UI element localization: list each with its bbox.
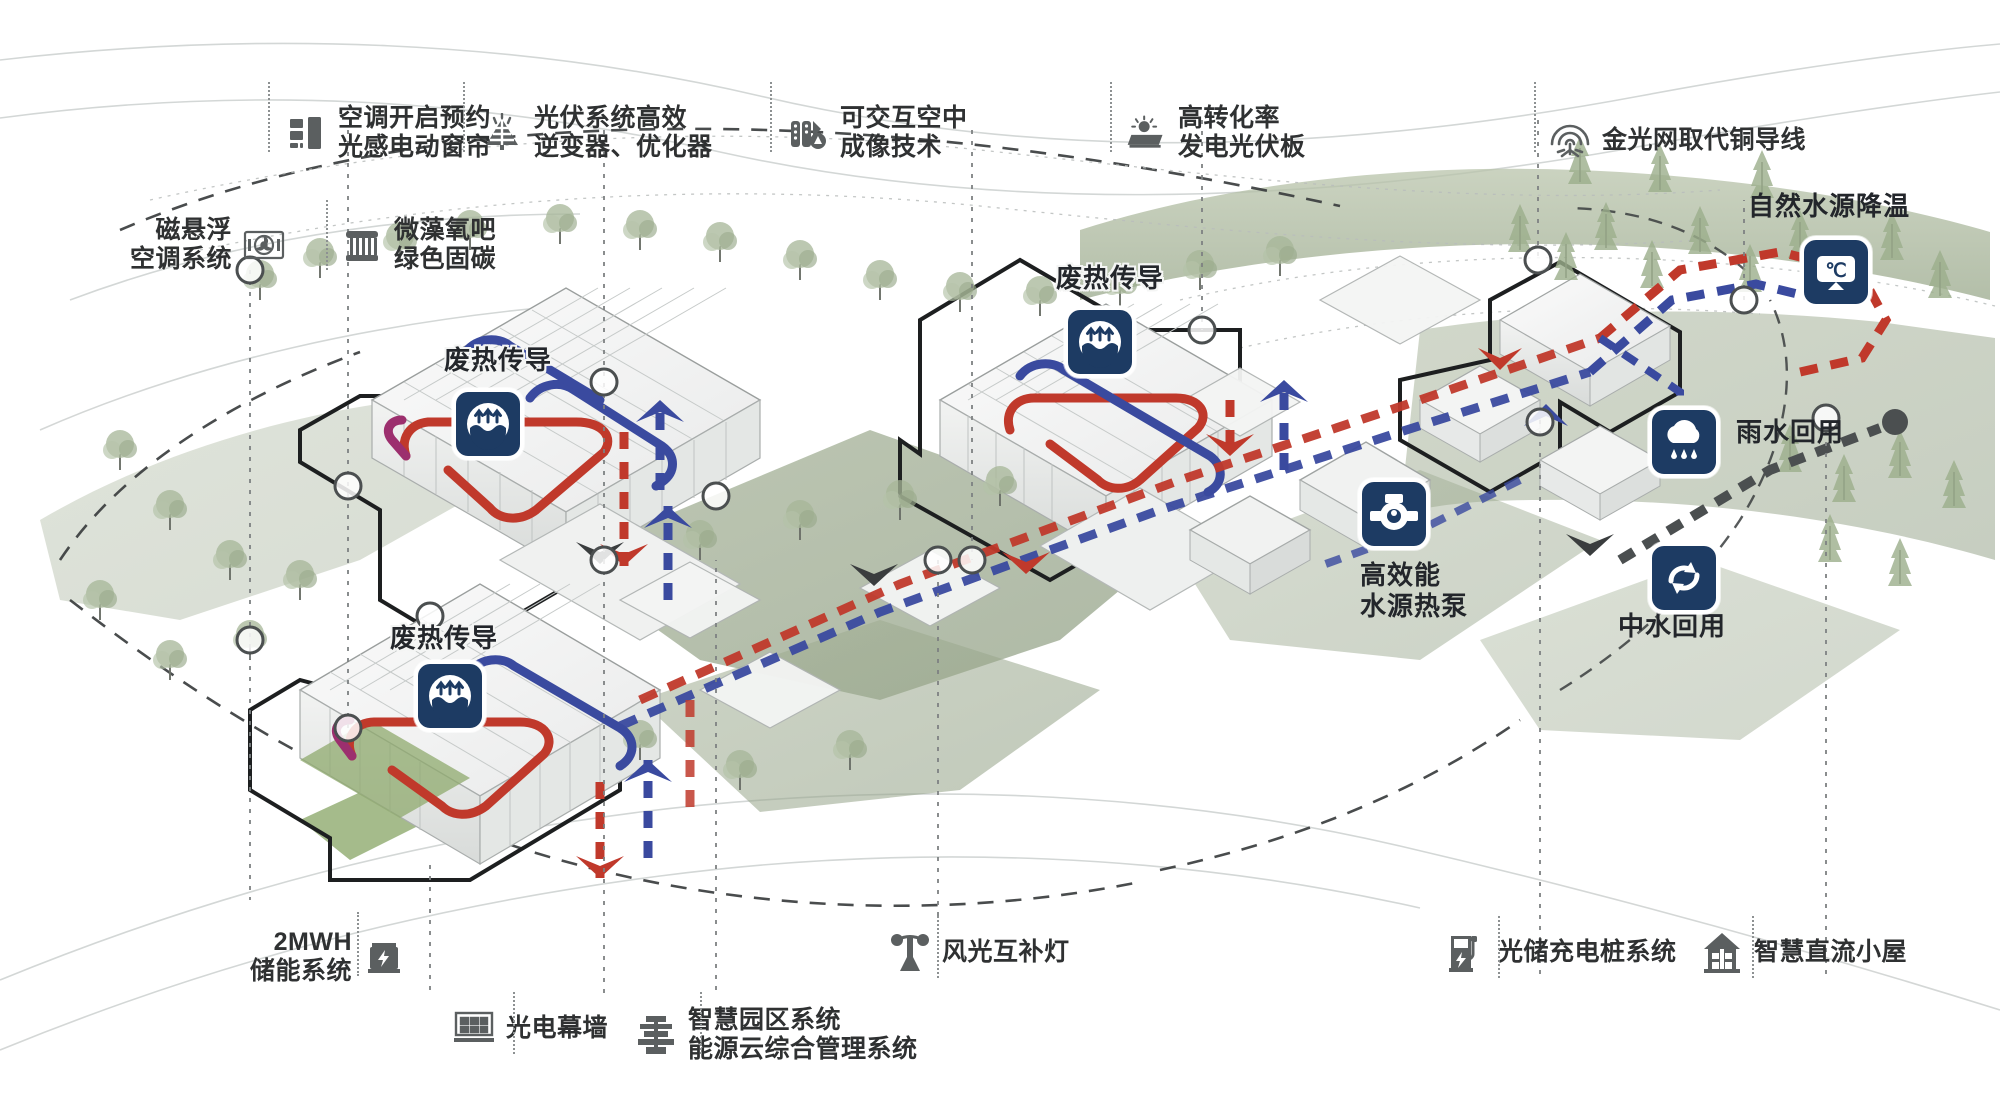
solar-panel-icon xyxy=(480,111,524,155)
badge-greywater-reuse[interactable] xyxy=(1648,542,1720,614)
label-text: 高转化率 发电光伏板 xyxy=(1178,104,1306,161)
heat-rise-water-icon xyxy=(429,675,471,722)
badge-label-waste-heat-2: 废热传导 xyxy=(1056,263,1165,293)
label-air-imaging[interactable]: 可交互空中 成像技术 xyxy=(786,104,968,161)
chip-divider xyxy=(1110,82,1112,152)
recycle-loop-icon xyxy=(1668,562,1700,594)
street-lamp-icon xyxy=(888,930,932,974)
label-text: 空调开启预约 光感电动窗帘 xyxy=(338,104,492,161)
grid-facade-icon xyxy=(452,1006,496,1050)
label-text: 光储充电桩系统 xyxy=(1498,937,1677,966)
label-text: 智慧园区系统 能源云综合管理系统 xyxy=(688,1006,918,1063)
wireless-signal-icon xyxy=(1548,118,1592,162)
label-dc-smart-house[interactable]: 智慧直流小屋 xyxy=(1700,930,1907,974)
chip-divider xyxy=(357,912,359,976)
label-text: 可交互空中 成像技术 xyxy=(840,104,968,161)
chip-divider xyxy=(513,992,515,1054)
badge-label-heat-pump: 高效能 水源热泵 xyxy=(1360,560,1469,621)
label-energy-storage[interactable]: 2MWH 储能系统 xyxy=(250,928,406,985)
chip-divider xyxy=(1498,916,1500,978)
label-text: 光电幕墙 xyxy=(506,1013,609,1042)
server-rack-icon xyxy=(786,111,830,155)
battery-bolt-icon xyxy=(362,935,406,979)
badge-waste-heat-3[interactable] xyxy=(414,660,486,732)
chip-divider xyxy=(326,200,328,270)
cloud-server-icon xyxy=(634,1013,678,1057)
ev-charger-icon xyxy=(1444,930,1488,974)
label-microalgae-oxygen[interactable]: 微藻氧吧 绿色固碳 xyxy=(340,216,496,273)
label-high-efficiency-pv[interactable]: 高转化率 发电光伏板 xyxy=(1124,104,1306,161)
label-text: 2MWH 储能系统 xyxy=(250,928,353,985)
label-text: 光伏系统高效 逆变器、优化器 xyxy=(534,104,713,161)
label-smart-curtain[interactable]: 空调开启预约 光感电动窗帘 xyxy=(284,104,491,161)
window-blinds-icon xyxy=(284,111,328,155)
badge-waste-heat-1[interactable] xyxy=(452,388,524,460)
heat-rise-water-icon xyxy=(467,403,509,450)
chip-divider xyxy=(937,916,939,978)
algae-tube-icon xyxy=(340,223,384,267)
chip-divider xyxy=(1752,916,1754,978)
badge-heat-pump[interactable] xyxy=(1358,478,1430,550)
celsius-down-icon: ℃ xyxy=(1817,256,1855,290)
badge-label-greywater-reuse: 中水回用 xyxy=(1618,611,1727,641)
label-smart-park-system[interactable]: 智慧园区系统 能源云综合管理系统 xyxy=(634,1006,918,1063)
label-text: 磁悬浮 空调系统 xyxy=(130,216,233,273)
chip-divider xyxy=(700,992,702,1054)
label-pv-inverter[interactable]: 光伏系统高效 逆变器、优化器 xyxy=(480,104,713,161)
label-text: 智慧直流小屋 xyxy=(1754,937,1908,966)
chip-divider xyxy=(770,82,772,152)
badge-rainwater-reuse[interactable] xyxy=(1648,406,1720,478)
chip-divider xyxy=(463,82,465,152)
label-gold-light-net[interactable]: 金光网取代铜导线 xyxy=(1548,118,1806,162)
house-icon xyxy=(1700,930,1744,974)
badge-label-waste-heat-3: 废热传导 xyxy=(390,623,499,653)
chip-divider xyxy=(1534,82,1536,152)
badge-waste-heat-2[interactable] xyxy=(1064,306,1136,378)
chip-divider xyxy=(268,82,270,152)
label-pv-curtain-wall[interactable]: 光电幕墙 xyxy=(452,1006,608,1050)
heat-rise-water-icon xyxy=(1079,321,1121,368)
label-text: 金光网取代铜导线 xyxy=(1602,125,1807,154)
badge-water-cooling[interactable]: ℃ xyxy=(1800,236,1872,308)
badge-label-waste-heat-1: 废热传导 xyxy=(444,345,553,375)
badge-label-water-cooling: 自然水源降温 xyxy=(1748,191,1911,221)
label-ev-charging[interactable]: 光储充电桩系统 xyxy=(1444,930,1677,974)
rain-cloud-icon xyxy=(1667,420,1700,459)
sun-panel-icon xyxy=(1124,111,1168,155)
svg-text:℃: ℃ xyxy=(1825,261,1846,282)
badge-label-rainwater-reuse: 雨水回用 xyxy=(1736,417,1845,447)
label-maglev-hvac[interactable]: 磁悬浮 空调系统 xyxy=(130,216,286,273)
route-end-dot xyxy=(1882,409,1908,435)
label-text: 风光互补灯 xyxy=(942,937,1070,966)
label-text: 微藻氧吧 绿色固碳 xyxy=(394,216,497,273)
label-hybrid-lamp[interactable]: 风光互补灯 xyxy=(888,930,1070,974)
water-pump-icon xyxy=(1370,494,1418,530)
fan-unit-icon xyxy=(242,223,286,267)
